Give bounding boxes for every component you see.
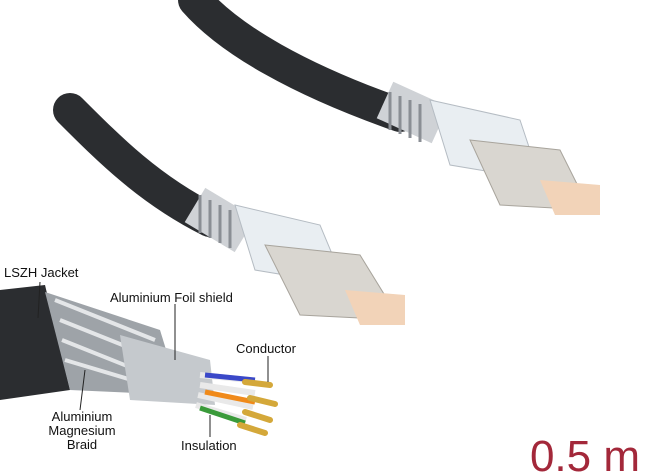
label-braid-line3: Braid	[66, 437, 98, 452]
upper-connector	[429, 99, 600, 215]
label-insulation: Insulation	[181, 438, 237, 453]
upper-cable	[178, 0, 417, 132]
cable-cross-section	[0, 285, 278, 436]
label-leader-lines	[37, 281, 269, 437]
lower-strain-relief	[184, 187, 256, 253]
cable-length: 0.5 m	[529, 432, 640, 476]
label-lszh-jacket: LSZH Jacket	[4, 265, 79, 280]
lower-cable	[53, 93, 227, 237]
label-conductor: Conductor	[236, 341, 296, 356]
lower-connector	[234, 204, 405, 325]
label-braid: Aluminium Magnesium Braid	[44, 410, 120, 452]
label-aluminium-foil-shield: Aluminium Foil shield	[110, 290, 233, 305]
upper-strain-relief	[376, 81, 449, 144]
label-braid-line1: Aluminium	[51, 409, 113, 424]
label-braid-line2: Magnesium	[48, 423, 116, 438]
